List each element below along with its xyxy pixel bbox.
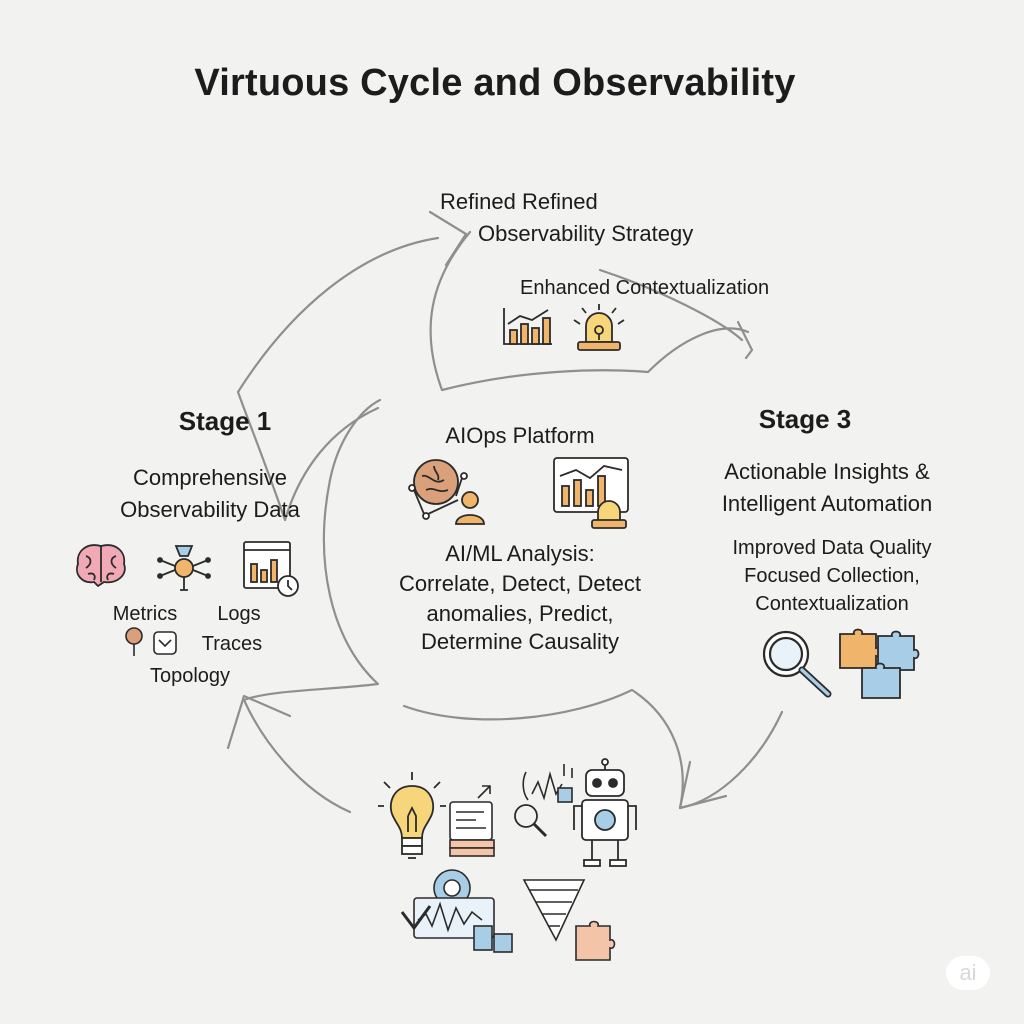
traces-label: Traces	[201, 633, 263, 655]
stage3-label: Stage 3	[758, 404, 852, 434]
stage3-title-line2: Intelligent Automation	[721, 491, 933, 516]
monitor-alarm-icon	[553, 457, 629, 529]
stage3-title-line1: Actionable Insights &	[724, 459, 930, 484]
stage3-sub-line2: Focused Collection,	[744, 565, 920, 587]
cycle-arrow-right-head	[678, 760, 728, 810]
stage1-label: Stage 1	[178, 406, 272, 436]
cycle-arrow-left	[236, 236, 440, 522]
robot-icon	[573, 758, 637, 867]
pin-and-badge-icon	[125, 627, 177, 656]
dashboard-chart-icon	[243, 541, 299, 597]
puzzle-pieces-icon	[839, 628, 920, 699]
ai-brain-network-icon	[408, 459, 485, 525]
topology-label: Topology	[149, 665, 231, 687]
top-heading-line1: Refined Refined	[440, 189, 598, 214]
network-hub-icon	[157, 545, 211, 591]
center-line2: Correlate, Detect, Detect	[398, 571, 642, 596]
top-heading-line2: Observability Strategy	[478, 221, 694, 246]
center-title: AIOps Platform	[445, 423, 595, 448]
cycle-arrow-right	[402, 688, 784, 810]
center-line4: Determine Causality	[420, 629, 620, 654]
cycle-arrow-top-outer	[598, 268, 744, 342]
waveform-monitor-icon	[400, 869, 513, 953]
alarm-light-icon	[573, 304, 625, 351]
stage1-title-line2: Observability Data	[120, 497, 300, 522]
stage3-sub-line1: Improved Data Quality	[732, 537, 932, 559]
terminal-code-icon	[449, 785, 495, 857]
bar-chart-icon	[503, 308, 552, 345]
brain-icon	[76, 544, 126, 588]
page-title: Virtuous Cycle and Observability	[194, 62, 796, 104]
funnel-puzzle-icon	[522, 879, 616, 961]
center-line1: AI/ML Analysis:	[445, 541, 595, 566]
small-magnifier-icon	[514, 804, 548, 838]
top-subheading: Enhanced Contextualization	[520, 277, 770, 299]
watermark-badge: ai	[946, 956, 990, 990]
signal-analysis-icon	[522, 764, 573, 803]
cycle-arrow-bottom-head	[226, 694, 292, 750]
metrics-label: Metrics	[112, 603, 178, 625]
cycle-arrow-top-head	[736, 320, 754, 360]
logs-label: Logs	[217, 603, 261, 625]
cycle-arrow-bottom	[242, 398, 382, 814]
stage3-sub-line3: Contextualization	[755, 593, 909, 615]
lightbulb-icon	[378, 772, 446, 859]
magnifier-icon	[762, 630, 832, 698]
cycle-arrow-top	[429, 230, 750, 392]
stage1-title-line1: Comprehensive	[132, 465, 288, 490]
center-line3: anomalies, Predict,	[426, 601, 614, 626]
